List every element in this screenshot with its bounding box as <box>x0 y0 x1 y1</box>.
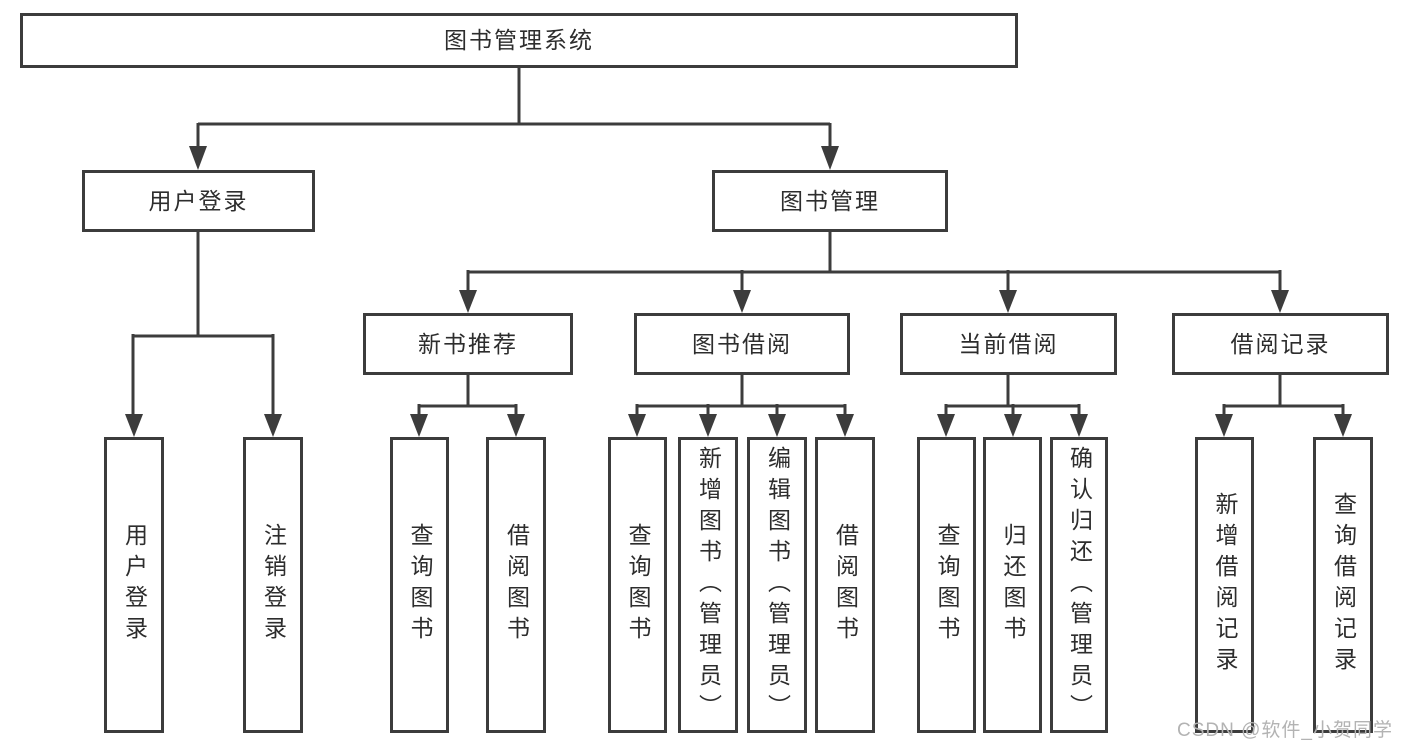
leaf-newbook-borrow-book: 借阅图书 <box>486 437 546 733</box>
leaf-current-confirm-return-admin: 确认归还（管理员） <box>1050 437 1108 733</box>
connector-borrow-records-children <box>1222 375 1345 417</box>
leaf-newbook-search-book: 查询图书 <box>390 437 449 733</box>
arrowhead-leaf-logout <box>264 414 282 437</box>
leaf-current-search-book: 查询图书 <box>917 437 976 733</box>
node-root: 图书管理系统 <box>20 13 1018 68</box>
leaf-current-return-book-label: 归还图书 <box>1000 523 1026 647</box>
leaf-records-add-record-label: 新增借阅记录 <box>1212 492 1238 678</box>
leaf-newbook-search-book-label: 查询图书 <box>407 523 433 647</box>
arrowhead-current-borrow <box>999 290 1017 313</box>
arrowhead <box>507 414 525 437</box>
leaf-borrow-add-book-admin: 新增图书（管理员） <box>678 437 738 733</box>
leaf-logout: 注销登录 <box>243 437 303 733</box>
leaf-current-confirm-return-admin-label: 确认归还（管理员） <box>1066 445 1093 725</box>
arrowhead-book-borrow <box>733 290 751 313</box>
node-book-management: 图书管理 <box>712 170 948 232</box>
leaf-newbook-borrow-book-label: 借阅图书 <box>503 523 530 647</box>
node-current-borrow-label: 当前借阅 <box>958 330 1059 357</box>
leaf-user-login: 用户登录 <box>104 437 164 733</box>
arrowhead <box>699 414 717 437</box>
node-borrow-records-label: 借阅记录 <box>1230 330 1331 357</box>
leaf-borrow-search-book-label: 查询图书 <box>625 523 651 647</box>
arrowhead-new-book <box>459 290 477 313</box>
node-user-login: 用户登录 <box>82 170 315 232</box>
arrowhead <box>1004 414 1022 437</box>
arrowhead-leaf-login <box>125 414 143 437</box>
connector-book-borrow-children <box>635 375 847 417</box>
leaf-borrow-borrow-book: 借阅图书 <box>815 437 875 733</box>
connector-user-login-children <box>131 232 275 416</box>
node-root-label: 图书管理系统 <box>444 27 594 53</box>
leaf-records-search-record: 查询借阅记录 <box>1313 437 1373 733</box>
leaf-current-return-book: 归还图书 <box>983 437 1042 733</box>
arrowhead <box>836 414 854 437</box>
leaf-borrow-edit-book-admin-label: 编辑图书（管理员） <box>764 445 791 725</box>
arrowhead <box>1070 414 1088 437</box>
arrowhead <box>1215 414 1233 437</box>
arrowhead-borrow-records <box>1271 290 1289 313</box>
connector-root-to-level2 <box>196 68 832 150</box>
leaf-borrow-edit-book-admin: 编辑图书（管理员） <box>747 437 807 733</box>
node-user-login-label: 用户登录 <box>148 187 249 214</box>
node-book-borrow: 图书借阅 <box>634 313 850 375</box>
leaf-records-add-record: 新增借阅记录 <box>1195 437 1254 733</box>
leaf-current-search-book-label: 查询图书 <box>934 523 960 647</box>
node-borrow-records: 借阅记录 <box>1172 313 1389 375</box>
arrowhead <box>768 414 786 437</box>
node-new-book-recommend-label: 新书推荐 <box>418 330 518 357</box>
arrowhead <box>410 414 428 437</box>
arrowhead <box>628 414 646 437</box>
leaf-borrow-borrow-book-label: 借阅图书 <box>832 523 859 647</box>
arrowhead <box>1334 414 1352 437</box>
csdn-watermark: CSDN @软件_小贺同学 <box>1177 720 1393 741</box>
connector-current-borrow-children <box>944 375 1081 417</box>
connector-new-book-children <box>417 375 518 417</box>
node-current-borrow: 当前借阅 <box>900 313 1117 375</box>
node-book-management-label: 图书管理 <box>780 187 880 214</box>
arrowhead <box>937 414 955 437</box>
connector-book-management-children <box>466 232 1282 293</box>
leaf-records-search-record-label: 查询借阅记录 <box>1330 492 1357 678</box>
node-new-book-recommend: 新书推荐 <box>363 313 573 375</box>
arrowhead-book-management <box>821 146 839 170</box>
node-book-borrow-label: 图书借阅 <box>692 330 792 357</box>
leaf-logout-label: 注销登录 <box>260 523 287 647</box>
leaf-borrow-add-book-admin-label: 新增图书（管理员） <box>695 445 722 725</box>
leaf-borrow-search-book: 查询图书 <box>608 437 667 733</box>
arrowhead-user-login <box>189 146 207 170</box>
leaf-user-login-label: 用户登录 <box>121 523 148 647</box>
